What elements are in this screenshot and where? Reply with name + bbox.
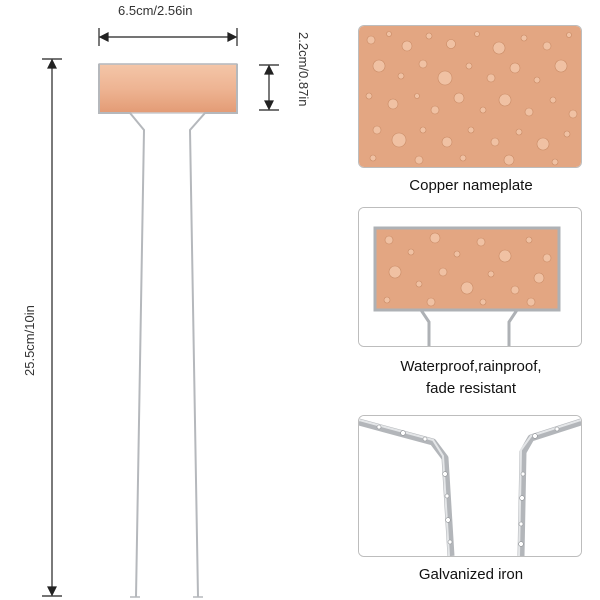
galvanized-wire-icon xyxy=(359,416,581,556)
width-label: 6.5cm/2.56in xyxy=(118,3,193,18)
feature-galvanized-panel xyxy=(358,415,582,557)
plate-height-dimension-line xyxy=(259,64,279,111)
total-height-dimension-line xyxy=(42,58,62,597)
plant-label-stake-illustration xyxy=(42,28,279,598)
product-diagram: 6.5cm/2.56in 2.2cm/0.87in 25.5cm/10in xyxy=(22,3,311,598)
feature-galvanized-caption: Galvanized iron xyxy=(418,566,524,583)
waterproof-plate-icon xyxy=(359,208,581,346)
feature-copper-caption: Copper nameplate xyxy=(409,177,533,194)
feature-waterproof-panel xyxy=(358,207,582,347)
feature-waterproof-caption-line2: fade resistant xyxy=(425,380,517,397)
feature-waterproof-caption-line1: Waterproof,rainproof, xyxy=(400,358,542,375)
copper-texture-icon xyxy=(359,26,581,167)
width-dimension-line xyxy=(98,28,238,46)
feature-copper-panel xyxy=(358,25,582,168)
total-height-label: 25.5cm/10in xyxy=(22,305,37,376)
copper-plate xyxy=(98,63,238,114)
wire-stake xyxy=(98,63,238,598)
plate-height-label: 2.2cm/0.87in xyxy=(296,32,311,107)
